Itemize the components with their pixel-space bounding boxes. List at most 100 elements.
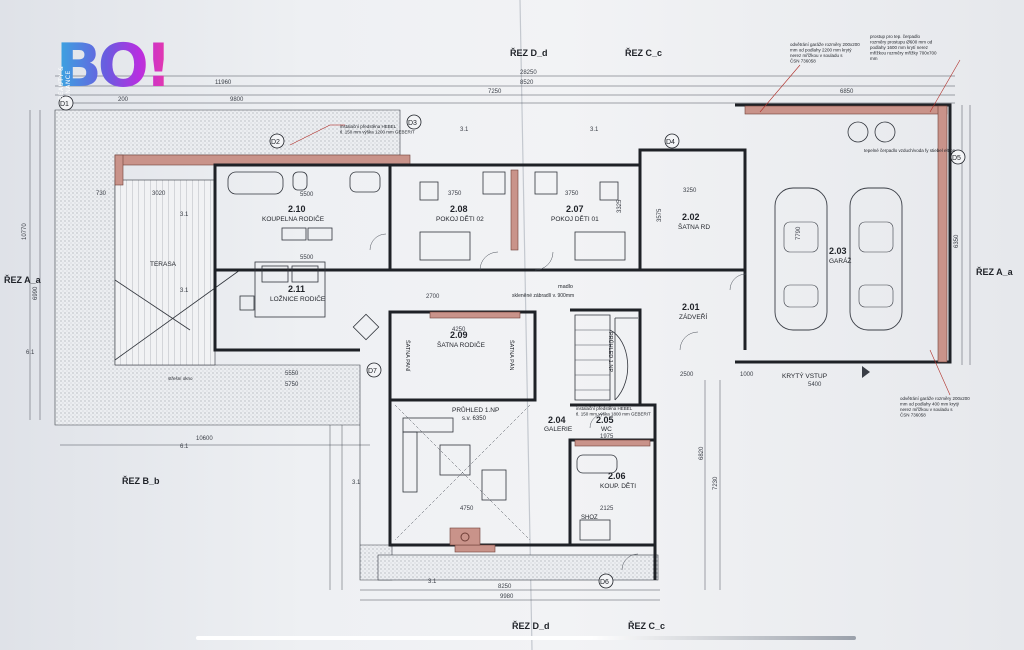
dim-edge-730: 730 xyxy=(96,191,107,197)
room-2-07-id: 2.07 xyxy=(566,204,584,214)
dim-room-202-width: 3250 xyxy=(683,188,697,194)
room-2-02-name: ŠATNA RD xyxy=(678,222,710,231)
misc-labels: TERASA KRYTÝ VSTUP PRŮHLED 1.NP s.v. 635… xyxy=(150,148,956,521)
dim-top-d: 9800 xyxy=(230,97,244,103)
dim-wc-width: 1975 xyxy=(600,434,614,440)
section-a-left: ŘEZ A_a xyxy=(4,274,42,285)
roof-window-label: střešní okno xyxy=(168,376,193,381)
dim-top-c: 7250 xyxy=(488,89,502,95)
dim-room-208-width: 3750 xyxy=(448,191,462,197)
axis-d2: D2 xyxy=(271,139,280,146)
dim-right-inner: 6820 xyxy=(699,446,705,460)
terrace-pergola xyxy=(114,179,241,366)
section-markers: ŘEZ D_d ŘEZ C_c ŘEZ A_a ŘEZ A_a ŘEZ B_b … xyxy=(4,47,1014,631)
void-cross xyxy=(394,404,531,541)
dim-terrace-width: 3020 xyxy=(152,191,166,197)
stair-void-label: PRŮHLED 1.NP xyxy=(607,332,614,372)
dim-top-b: 8520 xyxy=(520,80,534,86)
room-2-05-name: WC xyxy=(601,426,612,433)
room-2-11-id: 2.11 xyxy=(288,284,305,294)
room-2-09-id: 2.09 xyxy=(450,330,468,340)
dim-room-207-depth: 3325 xyxy=(617,199,623,213)
dim-room-211-depth: 5550 xyxy=(285,371,299,377)
wardrobe-his-label: ŠATNA PÁN xyxy=(508,340,515,370)
dim-room-210-width: 5500 xyxy=(300,192,314,198)
home-indicator-bar[interactable] xyxy=(196,636,856,640)
room-2-05-id: 2.05 xyxy=(596,415,614,425)
annotation-leaders xyxy=(289,59,961,396)
dim-garage-inner: 7790 xyxy=(796,226,802,240)
room-2-10-name: KOUPELNA RODIČE xyxy=(262,214,325,223)
room-2-07-name: POKOJ DĚTI 01 xyxy=(551,214,599,223)
room-2-08-id: 2.08 xyxy=(450,204,468,214)
room-2-06-name: KOUP. DĚTI xyxy=(600,481,636,490)
room-2-04-id: 2.04 xyxy=(548,415,566,425)
dim-terrace-edge: 5750 xyxy=(285,382,299,388)
paper-fold xyxy=(519,0,533,650)
terrace-paving xyxy=(54,109,401,581)
dim-right-lower: 7230 xyxy=(713,476,719,490)
room-2-06-id: 2.06 xyxy=(608,471,626,481)
axis-d6: D6 xyxy=(600,579,609,586)
dim-room-209-width: 4250 xyxy=(452,327,466,333)
laundry-chute-label: SHOZ xyxy=(581,515,598,521)
section-c-top: ŘEZ C_c xyxy=(625,47,662,58)
bottom-paving xyxy=(377,554,659,581)
section-d-top: ŘEZ D_d xyxy=(510,47,548,58)
heat-pump-units xyxy=(847,121,896,143)
section-b-left: ŘEZ B_b xyxy=(122,475,160,486)
slope-mark-7: 6.1 xyxy=(26,350,35,356)
room-2-03-id: 2.03 xyxy=(829,246,847,256)
axis-d3: D3 xyxy=(408,120,417,127)
brand-logo: BO! xyxy=(56,31,172,101)
dim-room-207-width: 3750 xyxy=(565,191,579,197)
room-2-11-name: LOŽNICE RODIČE xyxy=(270,294,326,303)
dim-void-width: 4750 xyxy=(460,506,474,512)
section-d-bottom: ŘEZ D_d xyxy=(512,620,550,631)
dim-covered-entrance: 5400 xyxy=(808,382,822,388)
dim-bottom-inner: 8250 xyxy=(498,584,512,590)
furniture xyxy=(227,171,626,546)
dim-entrance: 2500 xyxy=(680,372,694,378)
door-swings xyxy=(369,233,747,571)
room-2-09-name: ŠATNA RODIČE xyxy=(437,340,486,349)
room-2-04-name: GALERIE xyxy=(544,426,573,433)
staircase xyxy=(574,314,638,401)
dim-corridor: 2700 xyxy=(426,294,440,300)
car-left xyxy=(774,187,828,331)
axis-d5: D5 xyxy=(952,155,961,162)
room-2-08-name: POKOJ DĚTI 02 xyxy=(436,214,484,223)
brand-logo-subtitle: BEAUTY & FINANCE xyxy=(58,65,72,100)
slope-mark-3: 3.1 xyxy=(590,127,599,133)
building-walls xyxy=(114,103,952,580)
dim-top-a: 11960 xyxy=(215,80,232,86)
axis-d4: D4 xyxy=(666,139,675,146)
covered-entrance-label: KRYTÝ VSTUP xyxy=(782,371,827,380)
slope-mark-2: 3.1 xyxy=(460,127,469,133)
dim-bath-width: 2125 xyxy=(600,506,614,512)
dim-room-211-width: 5500 xyxy=(300,255,314,261)
room-2-01-name: ZÁDVEŘÍ xyxy=(679,312,707,321)
slope-mark-4: 3.1 xyxy=(180,288,189,294)
slope-mark-5: 3.1 xyxy=(352,480,361,486)
slope-mark-8: 6.1 xyxy=(180,444,189,450)
room-labels: 2.10 KOUPELNA RODIČE 2.11 LOŽNICE RODIČE… xyxy=(262,204,851,490)
handrail-label: madlo xyxy=(558,284,573,290)
axis-d7: D7 xyxy=(368,368,377,375)
dim-terrace-length: 10600 xyxy=(196,436,213,442)
room-2-03-name: GARÁŽ xyxy=(829,256,851,265)
room-2-01-id: 2.01 xyxy=(682,302,700,312)
dim-left-inner: 6990 xyxy=(33,286,39,300)
slope-mark-1: 3.1 xyxy=(180,212,189,218)
slope-mark-6: 3.1 xyxy=(428,579,437,585)
dim-bottom-length: 9980 xyxy=(500,594,514,600)
section-a-right: ŘEZ A_a xyxy=(976,266,1014,277)
dim-left-height: 10770 xyxy=(22,223,28,240)
